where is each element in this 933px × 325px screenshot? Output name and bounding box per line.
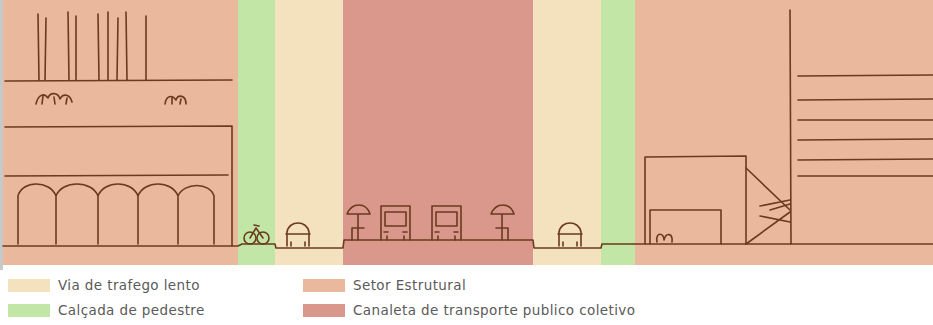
sidewalk-band (601, 0, 635, 265)
legend-swatch (303, 304, 345, 317)
building-outline (645, 156, 746, 244)
plant-sketch (657, 234, 672, 242)
left-edge-line (0, 0, 3, 270)
tower-outline (790, 10, 791, 244)
street-section-illustration (0, 0, 933, 270)
arcade-line (5, 175, 228, 176)
tower-lines (38, 12, 146, 80)
slow-lane-band (533, 0, 601, 265)
legend-swatch (8, 279, 50, 292)
sketch-lines (3, 10, 933, 248)
bus-shelter (347, 205, 370, 240)
car-sketch (286, 223, 310, 246)
legend-label: Calçada de pedestre (58, 302, 205, 319)
bus-sketch (381, 206, 410, 240)
legend-swatch (8, 304, 50, 317)
plant-sketch (36, 94, 72, 104)
bus-sketch (432, 206, 461, 240)
car-sketch (558, 223, 582, 246)
plant-sketch (165, 96, 186, 104)
bus-shelter (491, 205, 514, 240)
bicycle-frame (250, 225, 263, 238)
floor-lines (798, 75, 933, 176)
legend-label: Setor Estrutural (353, 277, 466, 294)
building-outline (5, 126, 232, 246)
terrace-line (5, 80, 232, 81)
slow-lane-band (275, 0, 343, 265)
arches (18, 184, 214, 244)
structural-sector-band (3, 0, 238, 265)
ramp-lines (746, 168, 790, 244)
legend-label: Canaleta de transporte publico coletivo (353, 302, 635, 319)
legend-swatch (303, 279, 345, 292)
bus-lane-band (343, 0, 533, 265)
structural-sector-band (635, 0, 933, 265)
legend-label: Via de trafego lento (58, 277, 200, 294)
garage-opening (650, 210, 721, 244)
sidewalk-band (238, 0, 275, 265)
ground-line (3, 240, 933, 248)
